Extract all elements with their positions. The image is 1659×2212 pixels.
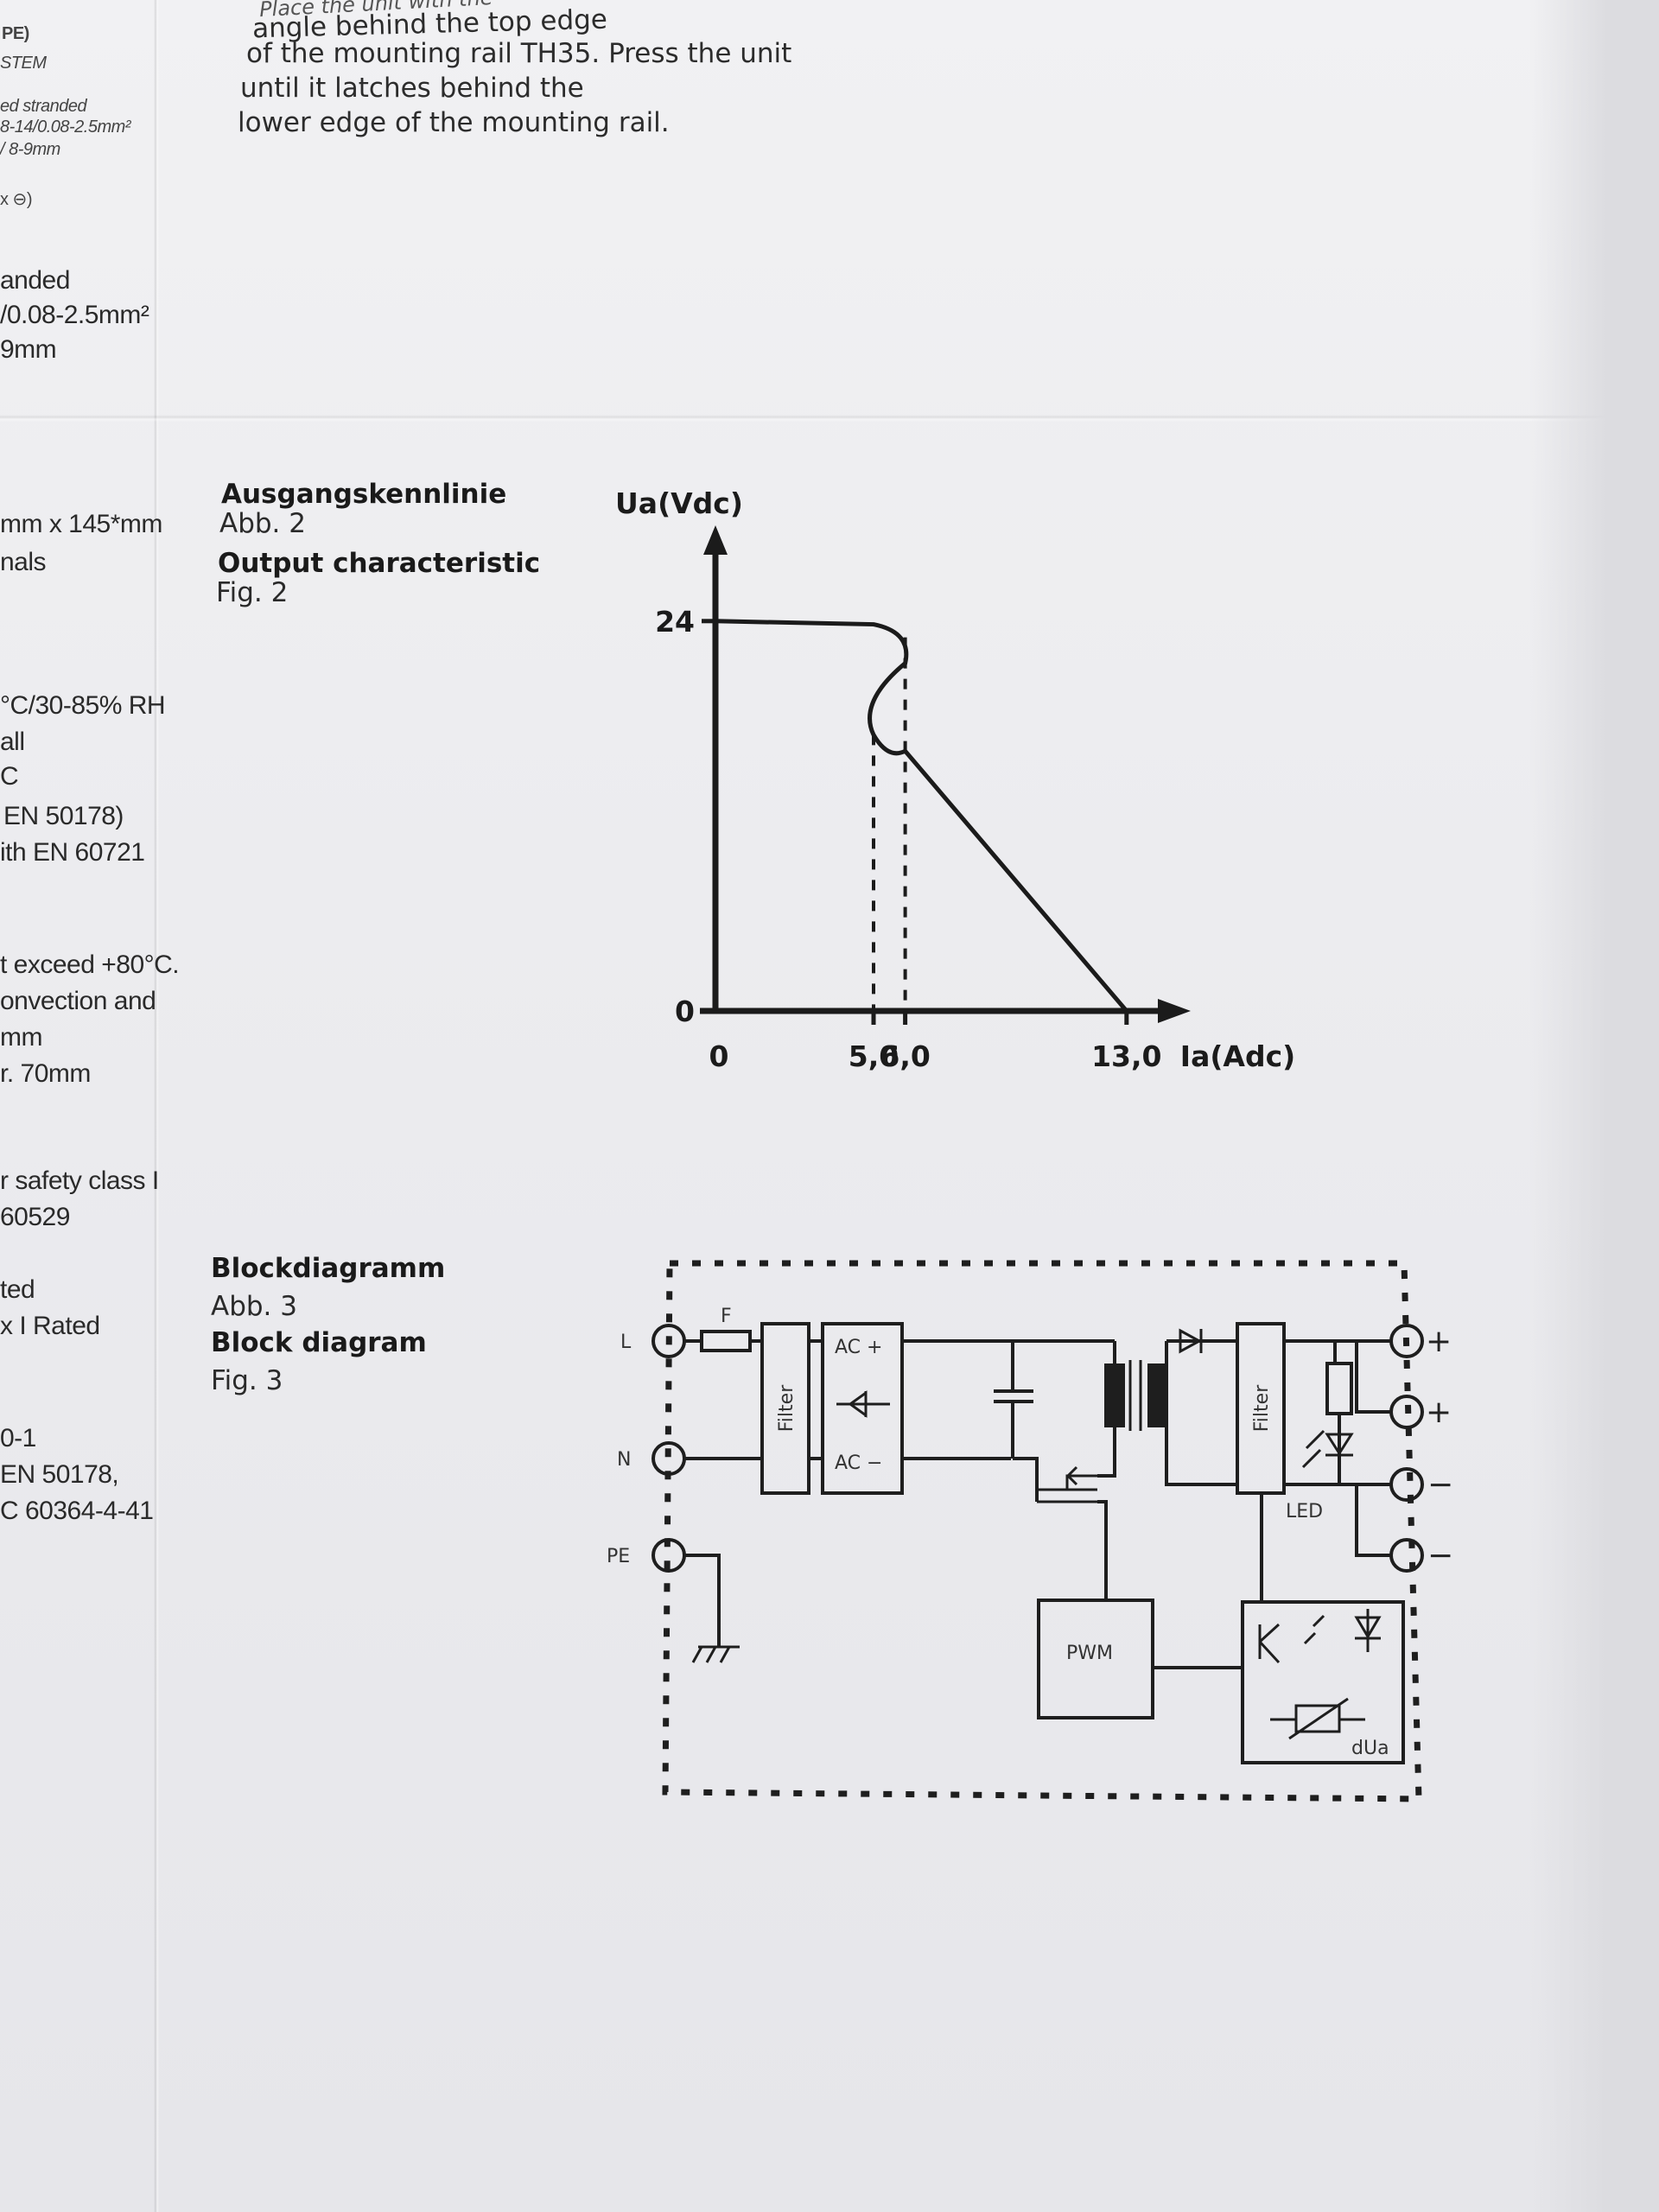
rectifier-box [821, 1322, 904, 1495]
transformer-secondary [1147, 1363, 1168, 1427]
paragraph-line: lower edge of the mounting rail. [238, 107, 670, 138]
left-text: ith EN 60721 [0, 838, 145, 867]
left-text: 0-1 [0, 1424, 36, 1452]
left-text: PE) [2, 24, 29, 43]
rectifier-diode-icon [836, 1390, 890, 1418]
x-tick-label: 0 [709, 1039, 729, 1073]
terminal-out-minus-2 [1389, 1538, 1424, 1573]
zener-diode-icon [1354, 1609, 1382, 1652]
terminal-N-label: N [617, 1449, 631, 1471]
led-resistor [1325, 1362, 1353, 1415]
paper-edge [1529, 0, 1659, 2212]
transformer-primary [1104, 1363, 1125, 1427]
terminal-N-circle [652, 1441, 686, 1476]
fuse-symbol [700, 1330, 752, 1352]
section-fig-de: Abb. 2 [219, 508, 306, 539]
out-minus-label-1: − [1427, 1467, 1453, 1503]
section-fig-en: Fig. 3 [211, 1365, 283, 1396]
mosfet-symbol [1037, 1474, 1097, 1503]
output-diode-icon [1179, 1328, 1203, 1354]
dua-label: dUa [1351, 1738, 1389, 1759]
left-text: °C/30-85% RH [0, 691, 166, 720]
left-text: 9mm [0, 335, 57, 364]
left-text: r safety class I [0, 1166, 159, 1195]
led-label: LED [1286, 1501, 1323, 1522]
terminal-out-minus-1 [1389, 1467, 1424, 1502]
left-text: 8-14/0.08-2.5mm² [0, 118, 130, 137]
left-text: 60529 [0, 1203, 70, 1231]
varistor-icon [1270, 1697, 1365, 1740]
x-tick-label: 5,0 [849, 1039, 899, 1073]
left-text: EN 50178) [3, 802, 124, 830]
left-text: nals [0, 548, 47, 576]
input-filter-label: Filter [776, 1384, 798, 1432]
y-tick-label: 0 [675, 995, 695, 1028]
phototransistor-icon [1258, 1623, 1281, 1664]
terminal-PE-label: PE [607, 1546, 630, 1567]
feedback-box [1241, 1600, 1405, 1764]
left-text: STEM [0, 54, 47, 73]
section-fig-en: Fig. 2 [216, 577, 289, 608]
paper-fold-horizontal [0, 415, 1659, 422]
section-title-de: Ausgangskennlinie [221, 479, 507, 510]
left-text: t exceed +80°C. [0, 950, 180, 979]
left-text: ted [0, 1275, 35, 1304]
y-tick-label: 24 [655, 605, 695, 639]
left-text: ed stranded [0, 97, 87, 116]
left-text: / 8-9mm [0, 140, 60, 159]
terminal-out-plus-1 [1389, 1324, 1424, 1358]
pwm-box [1037, 1599, 1154, 1719]
left-text: EN 50178, [0, 1460, 119, 1489]
left-text: mm [0, 1023, 42, 1052]
out-minus-label-2: − [1427, 1538, 1453, 1573]
left-text: anded [0, 266, 70, 295]
out-plus-label-2: + [1426, 1395, 1452, 1430]
section-title-en: Block diagram [211, 1327, 427, 1358]
output-filter-label: Filter [1251, 1384, 1273, 1432]
paragraph-line: of the mounting rail TH35. Press the uni… [246, 38, 792, 69]
section-title-en: Output characteristic [218, 548, 541, 579]
left-text: C 60364-4-41 [0, 1497, 154, 1525]
left-text: r. 70mm [0, 1059, 91, 1088]
fuse-label: F [721, 1306, 732, 1327]
left-text: x I Rated [0, 1312, 100, 1340]
left-text: mm x 145*mm [0, 510, 162, 538]
x-tick-label: 13,0 [1091, 1039, 1161, 1073]
paper-fold-vertical [154, 0, 159, 2212]
terminal-out-plus-2 [1389, 1395, 1424, 1429]
y-axis-arrow [703, 525, 728, 555]
ac-plus-label: AC + [835, 1337, 882, 1358]
led-diode-icon [1325, 1433, 1354, 1457]
left-text: /0.08-2.5mm² [0, 301, 149, 329]
out-plus-label-1: + [1426, 1324, 1452, 1359]
y-axis-label: Ua(Vdc) [615, 486, 743, 520]
output-curve-line [715, 619, 1128, 1013]
x-axis-arrow [1158, 999, 1191, 1023]
section-title-de: Blockdiagramm [211, 1253, 446, 1284]
left-text: C [0, 762, 19, 791]
capacitor-symbol [994, 1341, 1033, 1459]
section-fig-de: Abb. 3 [211, 1291, 297, 1322]
ground-symbol [691, 1645, 740, 1663]
pwm-label: PWM [1066, 1643, 1113, 1664]
x-tick-label: 6,0 [880, 1039, 930, 1073]
left-text: onvection and [0, 987, 156, 1015]
x-axis-label: Ia(Adc) [1180, 1039, 1295, 1073]
left-text: all [0, 728, 25, 756]
paragraph-line: until it latches behind the [240, 73, 584, 104]
left-text: x ⊖) [0, 190, 32, 209]
terminal-L-label: L [620, 1332, 632, 1353]
input-filter-box [760, 1322, 810, 1495]
ac-minus-label: AC − [835, 1452, 882, 1474]
